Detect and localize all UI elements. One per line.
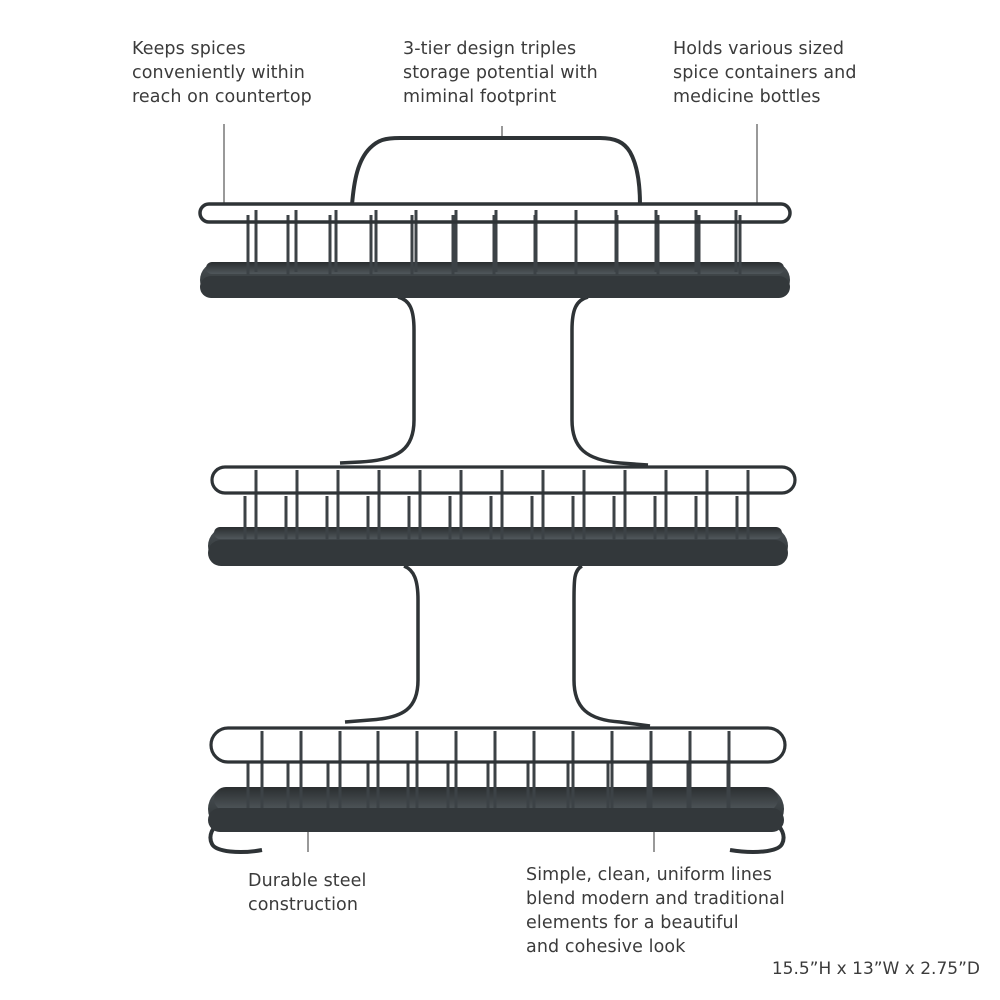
rack-handle	[350, 136, 642, 206]
callout-line: miminal footprint	[403, 87, 557, 107]
callout-three-tier-design: 3-tier design triples storage potential …	[403, 37, 598, 109]
callout-line: Durable steel	[248, 871, 367, 891]
tier-top	[198, 202, 792, 298]
callout-line: Keeps spices	[132, 39, 246, 59]
callout-line: blend modern and traditional	[526, 889, 785, 909]
callout-line: and cohesive look	[526, 937, 686, 957]
callout-line: construction	[248, 895, 359, 915]
callout-line: reach on countertop	[132, 87, 312, 107]
callout-line: conveniently within	[132, 63, 305, 83]
callout-line: spice containers and	[673, 63, 857, 83]
callout-line: storage potential with	[403, 63, 598, 83]
callout-holds-containers: Holds various sized spice containers and…	[673, 37, 857, 109]
product-dimensions: 15.5”H x 13”W x 2.75”D	[771, 959, 980, 979]
callout-line: Holds various sized	[673, 39, 845, 59]
callout-line: 3-tier design triples	[403, 39, 577, 59]
callout-clean-lines: Simple, clean, uniform lines blend moder…	[526, 863, 785, 959]
callout-line: medicine bottles	[673, 87, 821, 107]
callout-durable-steel: Durable steel construction	[248, 869, 366, 917]
callout-countertop-reach: Keeps spices conveniently within reach o…	[132, 37, 312, 109]
leader-lines	[223, 124, 758, 852]
callout-line: elements for a beautiful	[526, 913, 739, 933]
callout-line: Simple, clean, uniform lines	[526, 865, 772, 885]
tier-bottom	[208, 726, 787, 854]
tier-middle	[208, 465, 797, 566]
side-frames	[339, 295, 651, 728]
